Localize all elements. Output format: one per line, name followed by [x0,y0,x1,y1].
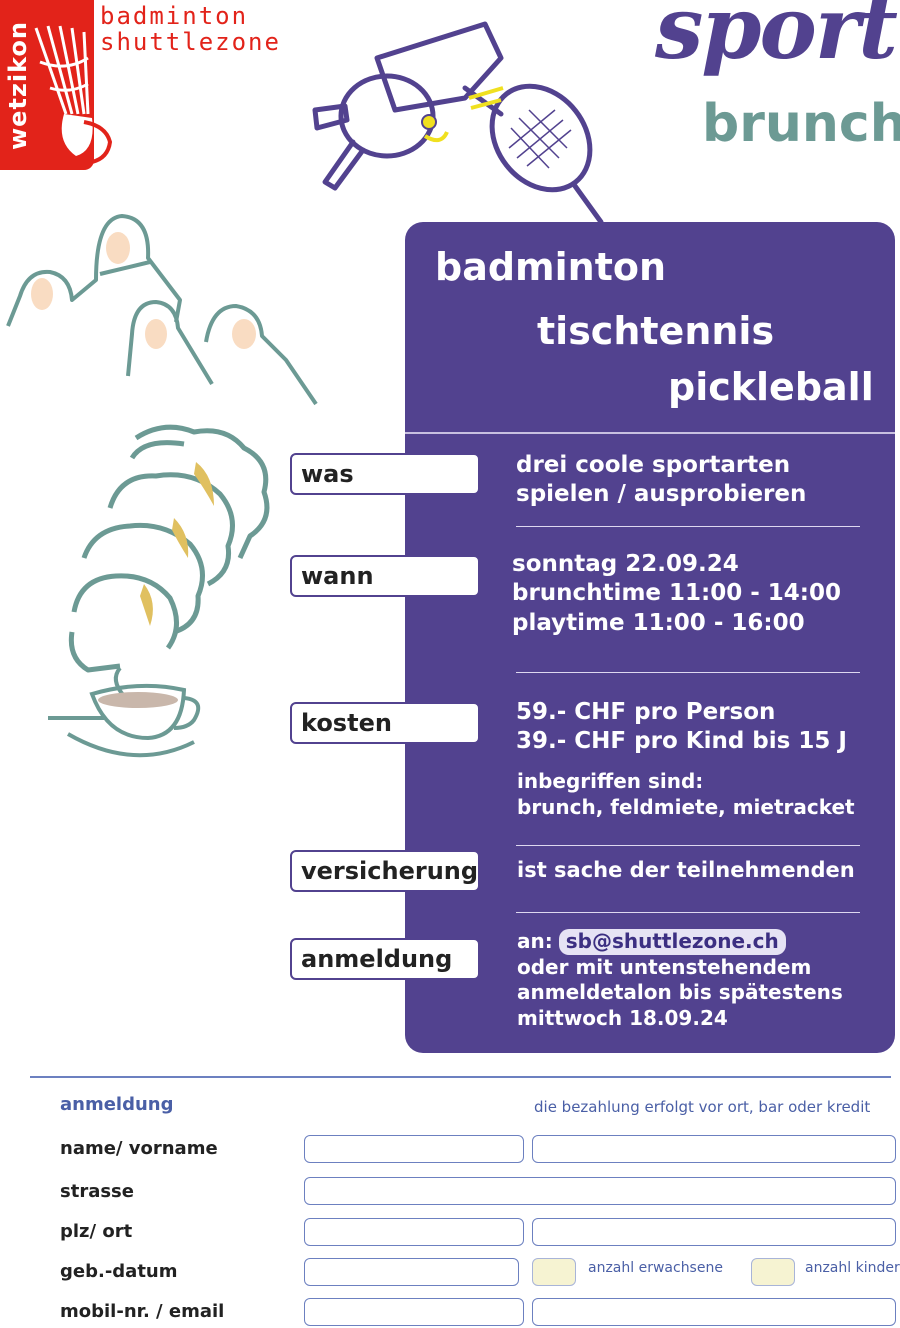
brand-word-sport: sport [655,0,898,79]
form-divider [30,1076,891,1078]
logo-title-line2: shuttlezone [100,28,281,56]
label-kids: anzahl kinder [805,1260,900,1276]
people-illustration [6,214,318,406]
email-link[interactable]: sb@shuttlezone.ch [558,929,786,955]
versicherung-text: ist sache der teilnehmenden [517,858,855,882]
label-contact: mobil-nr. / email [60,1301,225,1322]
event-info-panel [405,222,895,1053]
kosten-included: inbegriffen sind: brunch, feldmiete, mie… [517,769,855,819]
shuttlecock-icon [34,25,112,164]
wann-text: sonntag 22.09.24 brunchtime 11:00 - 14:0… [512,551,841,636]
sport-pickleball: pickleball [668,365,874,409]
adults-count-field[interactable] [532,1258,576,1286]
vorname-field[interactable] [532,1135,896,1163]
sport-badminton: badminton [435,245,667,289]
plz-field[interactable] [304,1218,524,1246]
logo-title-line1: badminton [100,2,249,30]
label-street: strasse [60,1181,134,1202]
rackets-illustration [312,21,604,225]
anmeldung-text: an:sb@shuttlezone.ch oder mit untenstehe… [517,929,843,1030]
was-text: drei coole sportarten spielen / ausprobi… [516,452,807,508]
label-was: was [290,453,480,495]
label-versicherung: versicherung [290,850,480,892]
label-adults: anzahl erwachsene [588,1260,723,1276]
croissant-coffee-illustration [47,424,270,758]
form-title: anmeldung [60,1094,174,1115]
sport-tischtennis: tischtennis [537,309,775,353]
label-wann: wann [290,555,480,597]
email-field[interactable] [532,1298,896,1326]
logo-side-text: wetzikon [4,20,32,150]
panel-divider [405,432,895,434]
divider [516,845,860,846]
kids-count-field[interactable] [751,1258,795,1286]
payment-note: die bezahlung erfolgt vor ort, bar oder … [534,1098,871,1116]
label-kosten: kosten [290,702,480,744]
label-city: plz/ ort [60,1221,133,1242]
label-anmeldung: anmeldung [290,938,480,980]
divider [516,526,860,527]
label-birth: geb.-datum [60,1261,178,1282]
name-field[interactable] [304,1135,524,1163]
street-field[interactable] [304,1177,896,1205]
birthdate-field[interactable] [304,1258,519,1286]
divider [516,912,860,913]
mobile-field[interactable] [304,1298,524,1326]
label-name: name/ vorname [60,1138,218,1159]
city-field[interactable] [532,1218,896,1246]
brand-word-brunch: brunch [702,94,900,154]
club-logo [0,0,112,170]
kosten-prices: 59.- CHF pro Person 39.- CHF pro Kind bi… [516,699,847,755]
divider [516,672,860,673]
